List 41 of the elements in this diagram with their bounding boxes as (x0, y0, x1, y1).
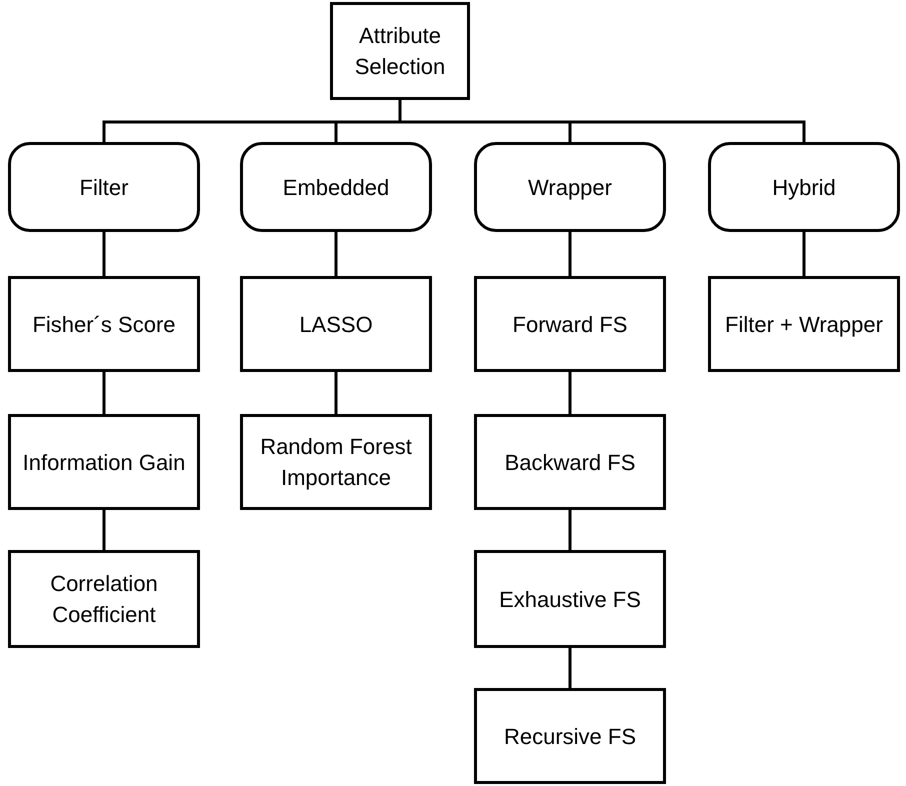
connector-line (334, 372, 338, 414)
connector-line (102, 372, 106, 414)
node-label: Filter + Wrapper (725, 310, 883, 339)
category-box (240, 142, 432, 232)
node-label: Embedded (282, 174, 390, 202)
node-label: Hybrid (772, 174, 836, 202)
connector-line (334, 232, 338, 276)
node-label: Exhaustive FS (499, 586, 641, 614)
method-box (240, 414, 432, 510)
root-box (330, 2, 470, 100)
connector-line (802, 232, 806, 276)
method-box (708, 276, 900, 372)
category-box (474, 142, 666, 232)
node-label: Wrapper (528, 174, 612, 202)
method-box (8, 414, 200, 510)
node-label: Random Forest Importance (259, 433, 413, 492)
method-box (474, 550, 666, 648)
node-label: Fisher´s Score (32, 310, 176, 338)
node-label: Filter (80, 174, 128, 202)
node-label: Recursive FS (504, 722, 636, 750)
method-box (474, 414, 666, 510)
category-box (8, 142, 200, 232)
connector-line (568, 648, 572, 688)
category-box (708, 142, 900, 232)
method-box (8, 276, 200, 372)
method-box (8, 550, 200, 648)
connector-line (102, 232, 106, 276)
node-label: Attribute Selection (354, 22, 446, 81)
connector-line (568, 510, 572, 550)
connector-line (398, 100, 806, 142)
node-label: LASSO (299, 310, 373, 338)
connector-line (102, 510, 106, 550)
node-label: Information Gain (22, 448, 186, 476)
connector-line (568, 372, 572, 414)
method-box (240, 276, 432, 372)
node-label: Backward FS (504, 448, 636, 476)
method-box (474, 276, 666, 372)
node-label: Forward FS (512, 310, 628, 338)
connector-line (568, 232, 572, 276)
method-box (474, 688, 666, 784)
node-label: Correlation Coefficient (49, 570, 159, 629)
